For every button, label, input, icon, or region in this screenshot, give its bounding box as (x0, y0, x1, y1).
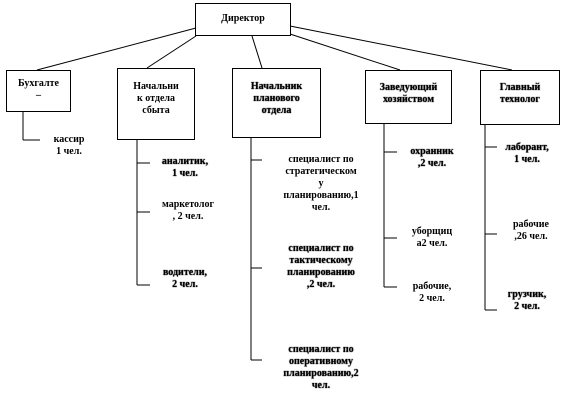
staff-lab-assistant: лаборант, 1 чел. (505, 142, 549, 165)
dept-box-accounting (6, 70, 71, 112)
dept-box-tech (480, 70, 560, 125)
staff-guard: охранник ,2 чел. (410, 146, 454, 169)
dept-label-planning: Начальник планового отдела (250, 81, 303, 116)
staff-tactical-planner: специалист по тактическому планированию … (287, 243, 355, 290)
staff-tech-workers: рабочие ,26 чел. (512, 219, 549, 242)
director-box (195, 3, 291, 36)
staff-cleaner: уборщиц а2 чел. (411, 226, 453, 249)
dept-label-tech: Главный технолог (499, 82, 541, 105)
director-label: Директор (221, 13, 265, 24)
dept-box-planning (232, 68, 321, 138)
staff-cashier: кассир 1 чел. (53, 134, 85, 157)
staff-operational-planner: специалист по оперативному планированию,… (283, 344, 359, 391)
staff-drivers: водители, 2 чел. (162, 267, 208, 290)
staff-analyst: аналитик, 1 чел. (161, 156, 209, 179)
dept-label-household: Заведующий хозяйством (379, 82, 438, 105)
dept-label-sales: Начальни к отдела сбыта (133, 81, 179, 116)
staff-marketer: маркетолог , 2 чел. (161, 199, 215, 222)
staff-household-workers: рабочие, 2 чел. (412, 281, 452, 304)
staff-strategic-planner: специалист по стратегическом у планирова… (283, 154, 359, 213)
dept-box-household (365, 70, 452, 124)
dept-box-sales (117, 68, 195, 140)
staff-loaders: грузчик, 2 чел. (507, 289, 547, 312)
dept-label-accounting: Бухгалте – (18, 78, 59, 101)
